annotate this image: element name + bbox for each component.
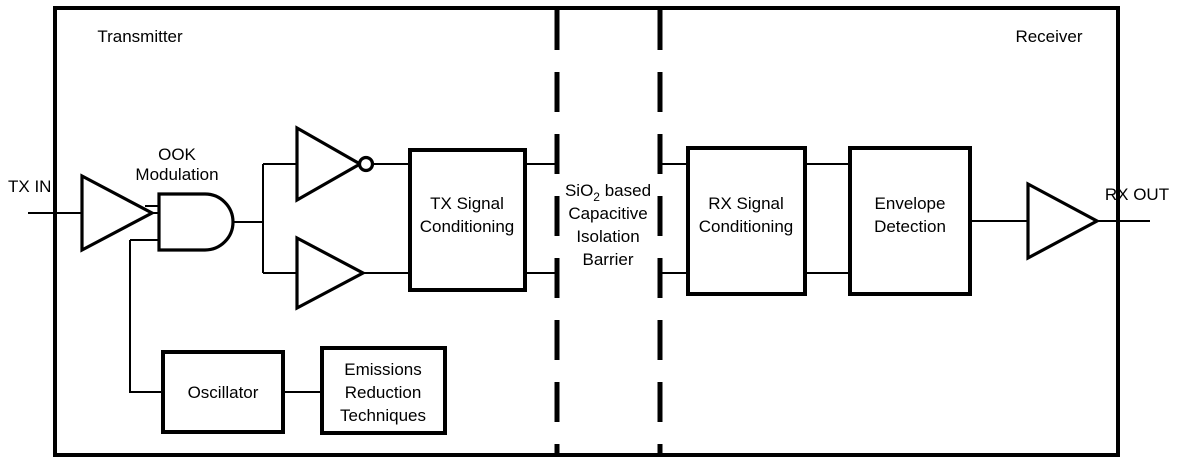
tx-signal-conditioning-block [408,148,527,292]
rx-signal-conditioning-label-line1: RX Signal [708,194,784,213]
rx-out-label: RX OUT [1105,185,1169,204]
rx-signal-conditioning-block [686,146,807,296]
oscillator-block [161,350,285,434]
rx-output-buffer-icon [1026,181,1101,261]
tx-in-label: TX IN [8,177,51,196]
and-to-oscillator-feedback-wire [129,240,163,393]
emissions-reduction-label-line2: Reduction [345,383,422,402]
oscillator-label: Oscillator [188,383,259,402]
and-gate-icon [157,192,235,252]
transmitter-section-label: Transmitter [97,27,183,46]
ook-modulation-label-line2: Modulation [135,165,218,184]
inverter-bubble-icon [357,155,375,173]
emissions-reduction-label-line1: Emissions [344,360,421,379]
rx-signal-conditioning-label-line2: Conditioning [699,217,794,236]
tx-buffer-icon [295,235,367,311]
device-outline [53,6,1120,457]
tx-signal-conditioning-label-line1: TX Signal [430,194,504,213]
envelope-detection-block [848,146,972,296]
inverter-icon [295,125,364,203]
emissions-reduction-block [320,346,447,435]
tx-signal-conditioning-label-line2: Conditioning [420,217,515,236]
barrier-label-line3: Isolation [576,227,639,246]
ook-modulation-label-line1: OOK [158,145,196,164]
barrier-label-line1: SiO2 based [565,181,651,204]
envelope-detection-label-line1: Envelope [875,194,946,213]
barrier-label-subscript: 2 [593,190,600,204]
barrier-label-based: based [600,181,651,200]
tx-input-buffer-icon [80,173,156,253]
barrier-label-line4: Barrier [582,250,633,269]
barrier-label-line2: Capacitive [568,204,647,223]
receiver-section-label: Receiver [1015,27,1082,46]
emissions-reduction-label-line3: Techniques [340,406,426,425]
envelope-detection-label-line2: Detection [874,217,946,236]
barrier-label-sio: SiO [565,181,593,200]
